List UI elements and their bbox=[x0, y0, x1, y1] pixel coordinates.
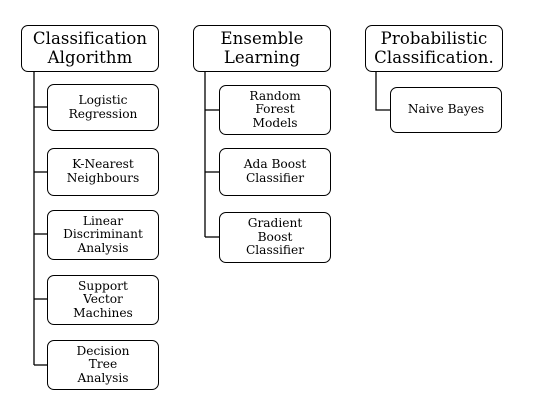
node-label: Logistic Regression bbox=[68, 92, 138, 121]
node-gradient-boost-classifier: Gradient Boost Classifier bbox=[219, 212, 331, 263]
node-logistic-regression: Logistic Regression bbox=[47, 84, 159, 131]
node-probabilistic-classification: Probabilistic Classification. bbox=[365, 25, 503, 72]
node-linear-discriminant-analysis: Linear Discriminant Analysis bbox=[47, 210, 159, 260]
node-label: Linear Discriminant Analysis bbox=[63, 213, 143, 255]
node-label: Random Forest Models bbox=[249, 88, 301, 130]
node-ensemble-learning: Ensemble Learning bbox=[193, 25, 331, 72]
node-random-forest-models: Random Forest Models bbox=[219, 85, 331, 135]
node-label: Probabilistic Classification. bbox=[374, 29, 494, 67]
node-decision-tree-analysis: Decision Tree Analysis bbox=[47, 340, 159, 390]
node-classification-algorithm: Classification Algorithm bbox=[21, 25, 159, 72]
node-label: K-Nearest Neighbours bbox=[66, 157, 140, 185]
node-label: Ada Boost Classifier bbox=[243, 157, 307, 185]
node-ada-boost-classifier: Ada Boost Classifier bbox=[219, 148, 331, 196]
node-naive-bayes: Naive Bayes bbox=[390, 87, 502, 133]
connector-probabilistic-trunk bbox=[375, 72, 390, 111]
node-support-vector-machines: Support Vector Machines bbox=[47, 275, 159, 325]
node-k-nearest-neighbours: K-Nearest Neighbours bbox=[47, 148, 159, 196]
node-label: Classification Algorithm bbox=[32, 29, 148, 67]
node-label: Naive Bayes bbox=[407, 102, 485, 117]
node-label: Ensemble Learning bbox=[220, 29, 304, 67]
node-label: Support Vector Machines bbox=[73, 278, 133, 320]
node-label: Decision Tree Analysis bbox=[76, 343, 130, 385]
node-label: Gradient Boost Classifier bbox=[245, 216, 305, 258]
